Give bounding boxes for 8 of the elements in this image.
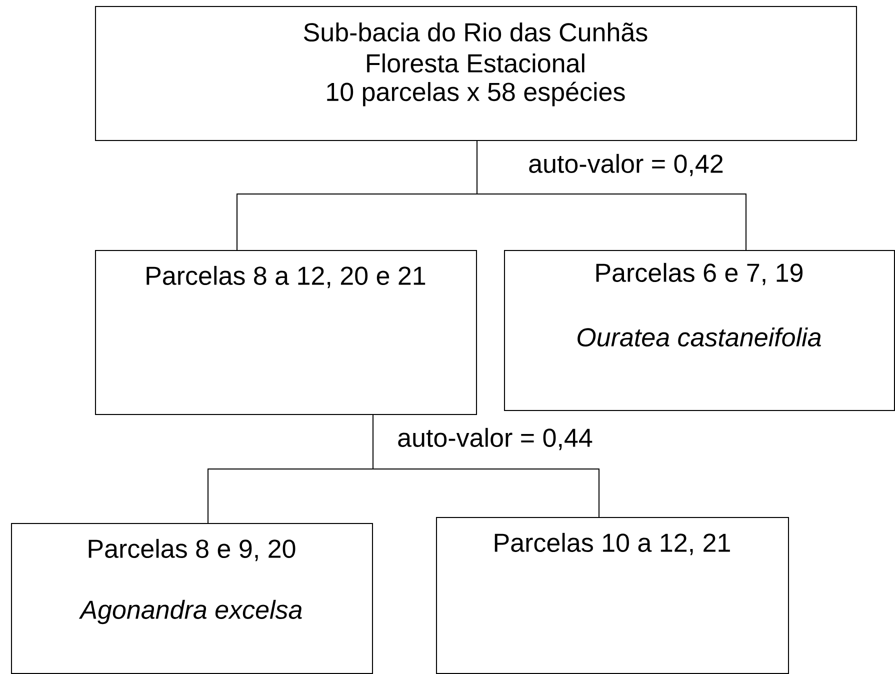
connector-line [372,414,600,518]
box: Sub-bacia do Rio das Cunhãs Floresta Estacional 10 parcelas x 58 espécies [95,6,857,141]
box: Parcelas 8 a 12, 20 e 21 [95,250,477,415]
box: Parcelas 8 e 9, 20 Agonandra excelsa [11,523,373,674]
edge-label: auto-valor = 0,42 [527,152,725,178]
edge-label: auto-valor = 0,44 [396,426,594,452]
box: Parcelas 10 a 12, 21 [436,517,789,674]
box: Parcelas 6 e 7, 19 Ouratea castaneifolia [504,250,895,411]
